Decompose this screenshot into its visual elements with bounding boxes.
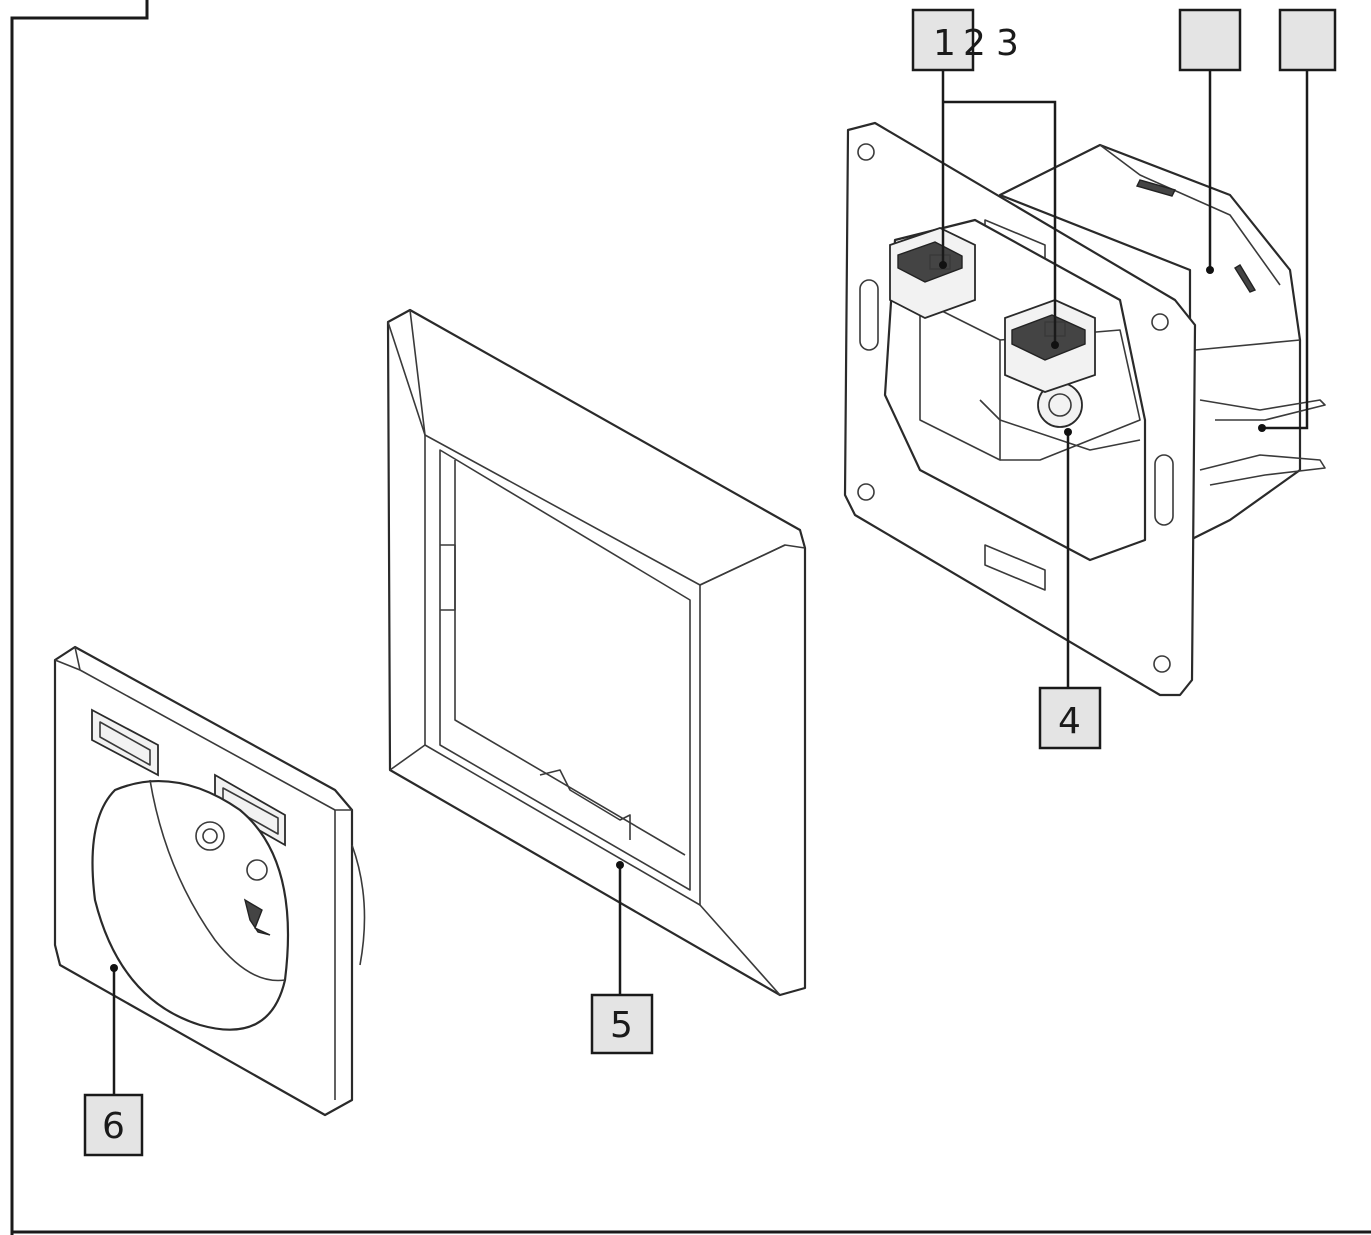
leader-2: [943, 100, 1057, 345]
leader-dot-3a: [1206, 266, 1214, 274]
callout-label-3: 3: [996, 23, 1019, 64]
callout-group: 1 2 3 4 5 6: [83, 8, 1337, 1157]
leader-dot-2: [1051, 341, 1059, 349]
leader-dot-1: [939, 261, 947, 269]
leader-dot-3b: [1258, 424, 1266, 432]
callout-label-1: 1: [933, 23, 956, 64]
callout-label-4: 4: [1058, 701, 1081, 742]
callout-box-5: [590, 993, 654, 1055]
mechanism-with-rj45-ports-icon: [843, 121, 1326, 697]
callout-box-2: [1178, 8, 1242, 72]
leader-dot-5: [616, 861, 624, 869]
callout-label-2: 2: [963, 23, 986, 64]
callout-box-1: [911, 8, 975, 72]
page-border: [10, 0, 1371, 1235]
callout-label-5: 5: [610, 1005, 633, 1046]
cover-frame-icon: [386, 308, 807, 997]
leader-3-box3: [1262, 70, 1309, 430]
leader-dot-6: [110, 964, 118, 972]
callout-box-4: [1038, 686, 1102, 750]
socket-faceplate-icon: [53, 645, 366, 1117]
callout-box-6: [83, 1093, 144, 1157]
leader-dot-4: [1064, 428, 1072, 436]
callout-label-6: 6: [102, 1106, 125, 1147]
callout-box-3: [1278, 8, 1337, 72]
